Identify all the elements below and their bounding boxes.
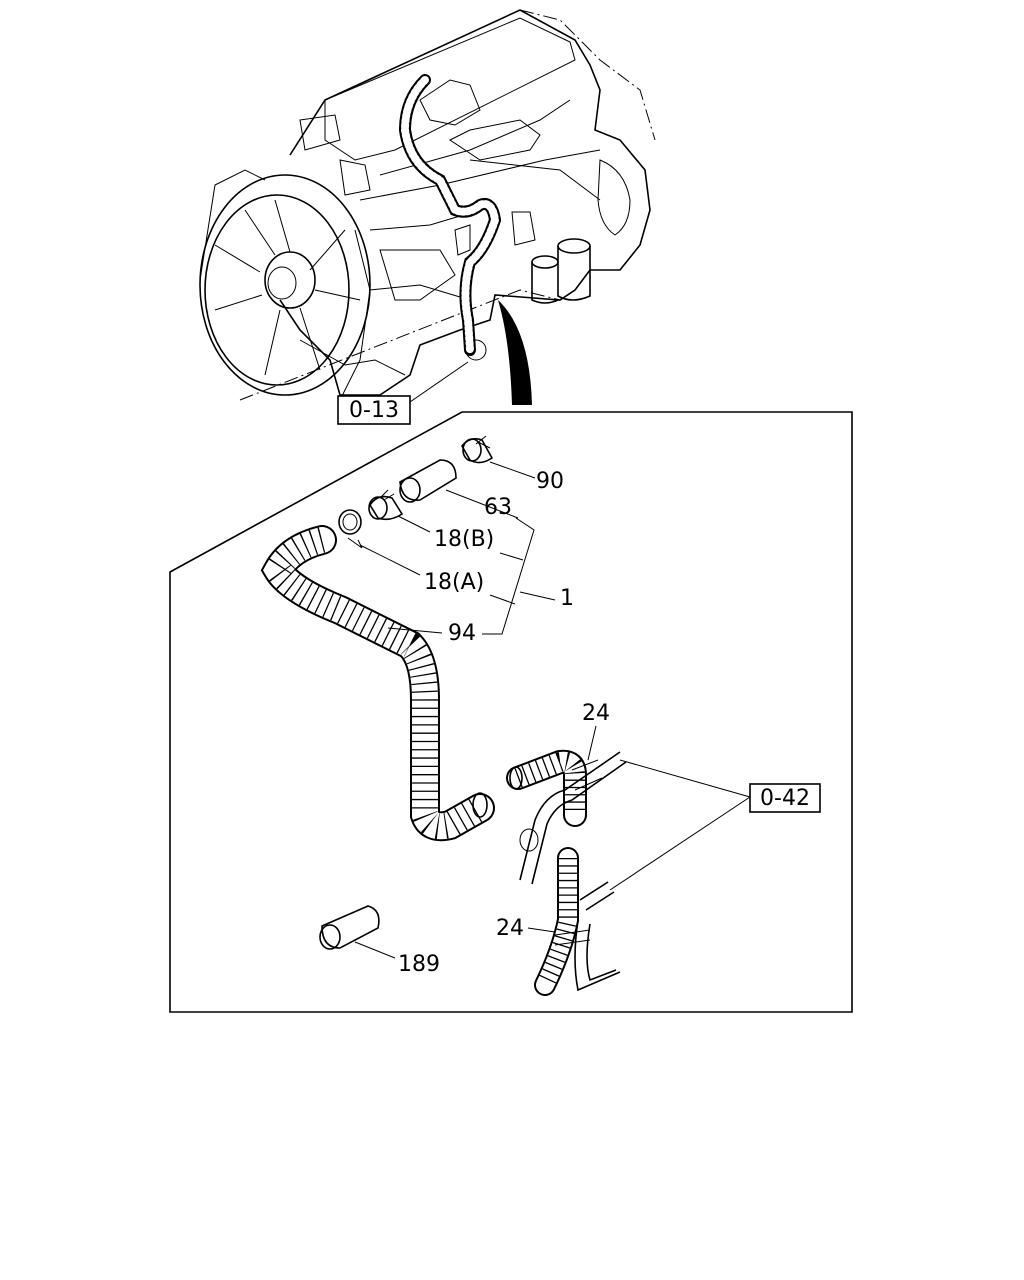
- sleeve-189-shape: [319, 905, 380, 950]
- pipe-assembly-shape: [506, 749, 627, 996]
- ref-box-0-42[interactable]: 0-42: [749, 783, 821, 813]
- callout-63: 63: [484, 495, 512, 520]
- callout-189: 189: [398, 952, 440, 977]
- callout-18b: 18(B): [434, 527, 494, 552]
- ref-label-0-42: 0-42: [760, 786, 810, 811]
- callout-24-top: 24: [582, 701, 610, 726]
- ref-label-0-13: 0-13: [349, 398, 399, 423]
- ref-box-0-13[interactable]: 0-13: [337, 395, 411, 425]
- clamp-18a-shape: [338, 509, 363, 549]
- clamp-90-shape: [461, 435, 494, 464]
- hose-94-shape: [260, 525, 495, 842]
- clamp-18b-shape: [368, 489, 404, 521]
- engine-illustration: [199, 9, 656, 405]
- callout-18a: 18(A): [424, 570, 484, 595]
- sleeve-63-shape: [399, 459, 457, 503]
- callout-24-bottom: 24: [496, 916, 524, 941]
- callout-1: 1: [560, 586, 574, 611]
- callout-90: 90: [536, 469, 564, 494]
- detail-panel-frame: [169, 411, 853, 1013]
- callout-94: 94: [448, 621, 476, 646]
